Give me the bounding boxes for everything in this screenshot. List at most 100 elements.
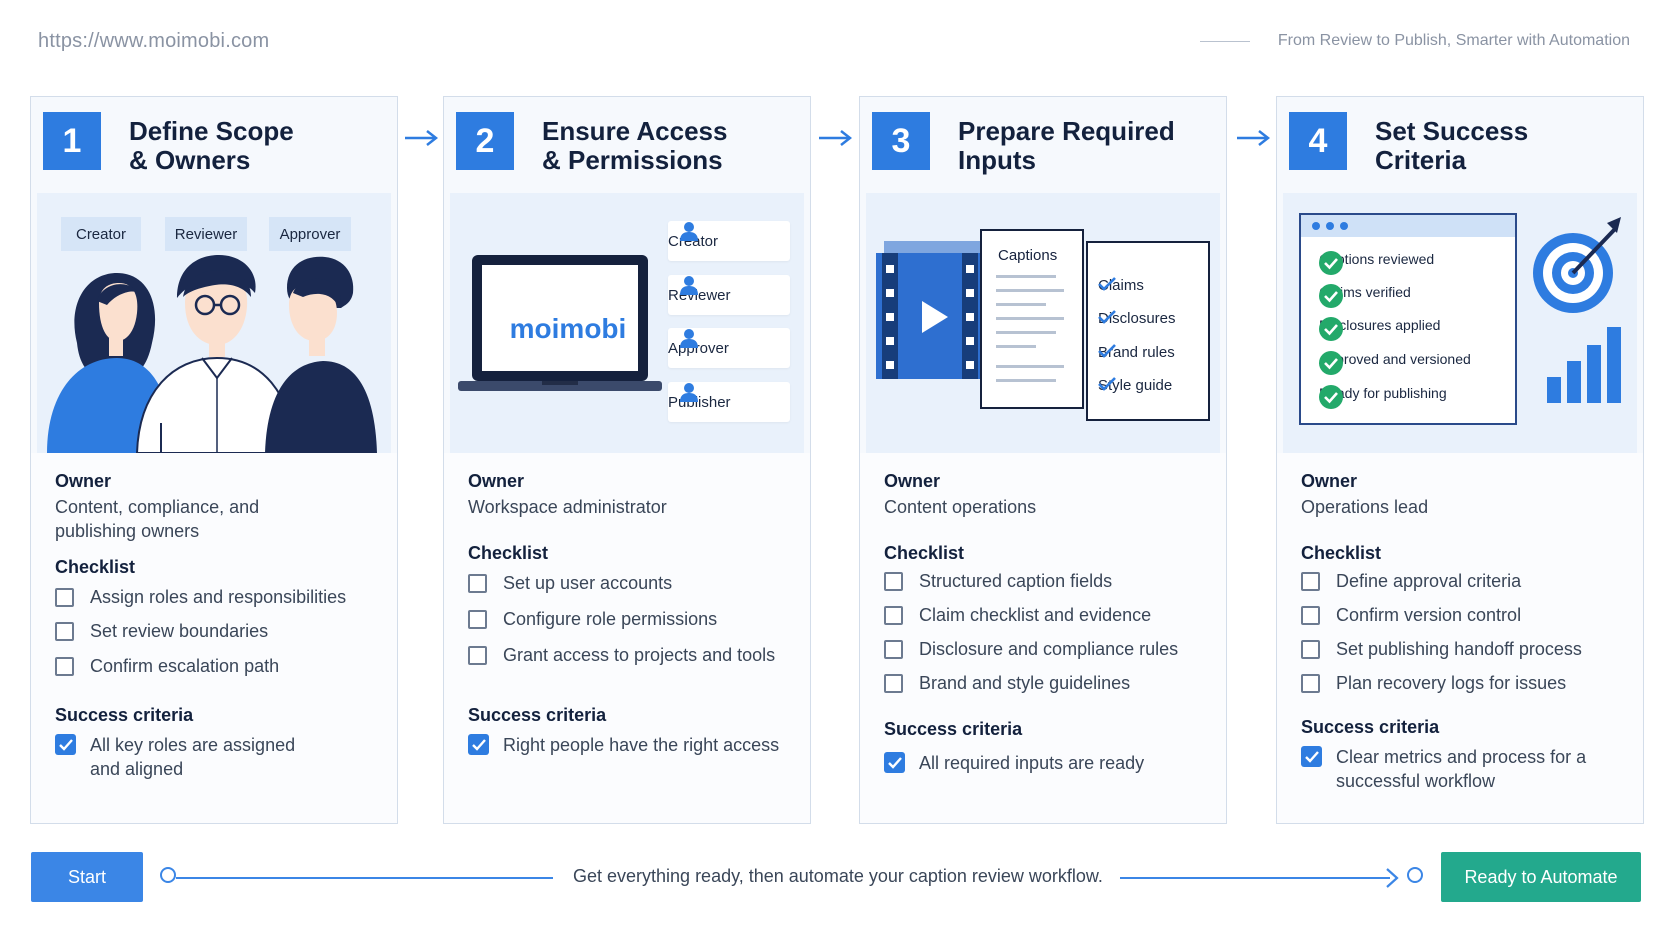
step-header: 2 Ensure Access & Permissions — [444, 97, 810, 193]
target-icon — [1533, 217, 1621, 313]
footer-message: Get everything ready, then automate your… — [573, 866, 1103, 886]
input-item: Claims — [1098, 277, 1144, 294]
success-item[interactable]: Clear metrics and process for a successf… — [1301, 745, 1606, 793]
checklist-label: Checklist — [1301, 543, 1382, 563]
timeline-line-left — [176, 877, 553, 879]
text-lines-icon — [996, 275, 1064, 382]
owner-value: Content, compliance, and publishing owne… — [55, 497, 260, 541]
checklist-item[interactable]: Claim checklist and evidence — [884, 605, 1151, 626]
step-title: Define Scope & Owners — [129, 116, 294, 175]
checklist-item[interactable]: Brand and style guidelines — [884, 673, 1130, 694]
checkbox[interactable] — [1301, 572, 1320, 591]
step-card-1: 1 Define Scope & Owners Creator Reviewer… — [30, 96, 398, 824]
role-chip-creator: Creator — [668, 221, 790, 261]
step-header: 3 Prepare Required Inputs — [860, 97, 1226, 193]
start-button[interactable]: Start — [31, 852, 143, 902]
inputs-checklist-card: Claims Disclosures Brand rules Style gui… — [1086, 241, 1210, 421]
video-file-icon — [876, 241, 988, 379]
checkbox[interactable] — [884, 640, 903, 659]
step-details: Owner Content operations Checklist Struc… — [860, 453, 1226, 823]
site-url[interactable]: https://www.moimobi.com — [38, 30, 270, 52]
arrow-right-icon — [405, 130, 438, 146]
owner-label: Owner — [884, 471, 941, 491]
checkbox[interactable] — [884, 606, 903, 625]
timeline-start-dot — [160, 867, 176, 883]
timeline-end-dot — [1407, 867, 1423, 883]
checkbox[interactable] — [468, 574, 487, 593]
people-illustration-icon — [47, 255, 377, 453]
step-number: 4 — [1289, 112, 1347, 170]
brand-logo: moimobi — [509, 313, 627, 344]
checkbox[interactable] — [468, 610, 487, 629]
role-pill-creator: Creator — [61, 217, 141, 251]
step-card-2: 2 Ensure Access & Permissions moimobi Cr… — [443, 96, 811, 824]
checklist-item[interactable]: Plan recovery logs for issues — [1301, 673, 1566, 694]
checklist-item[interactable]: Structured caption fields — [884, 571, 1112, 592]
checked-checkbox[interactable] — [468, 734, 489, 755]
owner-value: Operations lead — [1301, 497, 1429, 517]
role-chip-approver: Approver — [668, 328, 790, 368]
checklist-item[interactable]: Disclosure and compliance rules — [884, 639, 1178, 660]
captions-document: Captions — [980, 229, 1084, 409]
checklist-item[interactable]: Configure role permissions — [468, 609, 717, 630]
tagline: From Review to Publish, Smarter with Aut… — [1277, 32, 1630, 49]
owner-label: Owner — [1301, 471, 1358, 491]
checkbox[interactable] — [55, 657, 74, 676]
checkbox[interactable] — [55, 588, 74, 607]
checklist-label: Checklist — [468, 543, 549, 563]
input-item: Style guide — [1098, 377, 1173, 394]
ready-to-automate-button[interactable]: Ready to Automate — [1441, 852, 1641, 902]
step-card-3: 3 Prepare Required Inputs Captions Claim… — [859, 96, 1227, 824]
arrow-right-icon — [819, 130, 852, 146]
user-icon — [680, 222, 698, 241]
checked-checkbox[interactable] — [884, 752, 905, 773]
checkbox[interactable] — [1301, 640, 1320, 659]
step-title: Set Success Criteria — [1375, 116, 1529, 175]
checklist-item[interactable]: Assign roles and responsibilities — [55, 587, 346, 608]
bar-chart-icon — [1547, 327, 1621, 403]
role-pill-reviewer: Reviewer — [165, 217, 247, 251]
success-label: Success criteria — [884, 719, 1023, 739]
role-pill-approver: Approver — [269, 217, 351, 251]
window-titlebar — [1301, 215, 1515, 237]
checkbox[interactable] — [884, 572, 903, 591]
check-icon — [1098, 344, 1116, 358]
checkbox[interactable] — [55, 622, 74, 641]
checklist-label: Checklist — [884, 543, 965, 563]
checklist-item[interactable]: Confirm version control — [1301, 605, 1521, 626]
checklist-item[interactable]: Define approval criteria — [1301, 571, 1521, 592]
checklist-item[interactable]: Set publishing handoff process — [1301, 639, 1582, 660]
success-item[interactable]: All key roles are assigned and aligned — [55, 733, 310, 781]
checklist-item[interactable]: Confirm escalation path — [55, 656, 279, 677]
checked-checkbox[interactable] — [1301, 746, 1322, 767]
checklist-item[interactable]: Set review boundaries — [55, 621, 268, 642]
checkbox[interactable] — [1301, 606, 1320, 625]
check-circle-icon — [1319, 284, 1343, 308]
success-label: Success criteria — [55, 705, 194, 725]
check-circle-icon — [1319, 385, 1343, 409]
laptop-icon — [458, 255, 662, 391]
checkbox[interactable] — [1301, 674, 1320, 693]
checklist-item[interactable]: Grant access to projects and tools — [468, 645, 775, 666]
document-title: Captions — [998, 247, 1058, 264]
owner-value: Content operations — [884, 497, 1037, 517]
check-icon — [58, 738, 73, 751]
checkbox[interactable] — [468, 646, 487, 665]
checked-checkbox[interactable] — [55, 734, 76, 755]
access-illustration: moimobi Creator Reviewer Approver Publis… — [450, 193, 804, 453]
step-number: 3 — [872, 112, 930, 170]
tagline-divider — [1200, 41, 1250, 42]
checkbox[interactable] — [884, 674, 903, 693]
success-item[interactable]: Right people have the right access — [468, 733, 779, 757]
success-item[interactable]: All required inputs are ready — [884, 751, 1144, 775]
checklist-item[interactable]: Set up user accounts — [468, 573, 672, 594]
criteria-item: Captions reviewed — [1319, 251, 1434, 275]
timeline-arrow-icon — [1386, 868, 1399, 888]
success-label: Success criteria — [468, 705, 607, 725]
criteria-item: Approved and versioned — [1319, 351, 1471, 375]
step-title: Prepare Required Inputs — [958, 116, 1175, 175]
check-circle-icon — [1319, 251, 1343, 275]
criteria-item: Claims verified — [1319, 284, 1411, 308]
step-title: Ensure Access & Permissions — [542, 116, 728, 175]
inputs-illustration: Captions Claims Disclosures Brand rules … — [866, 193, 1220, 453]
